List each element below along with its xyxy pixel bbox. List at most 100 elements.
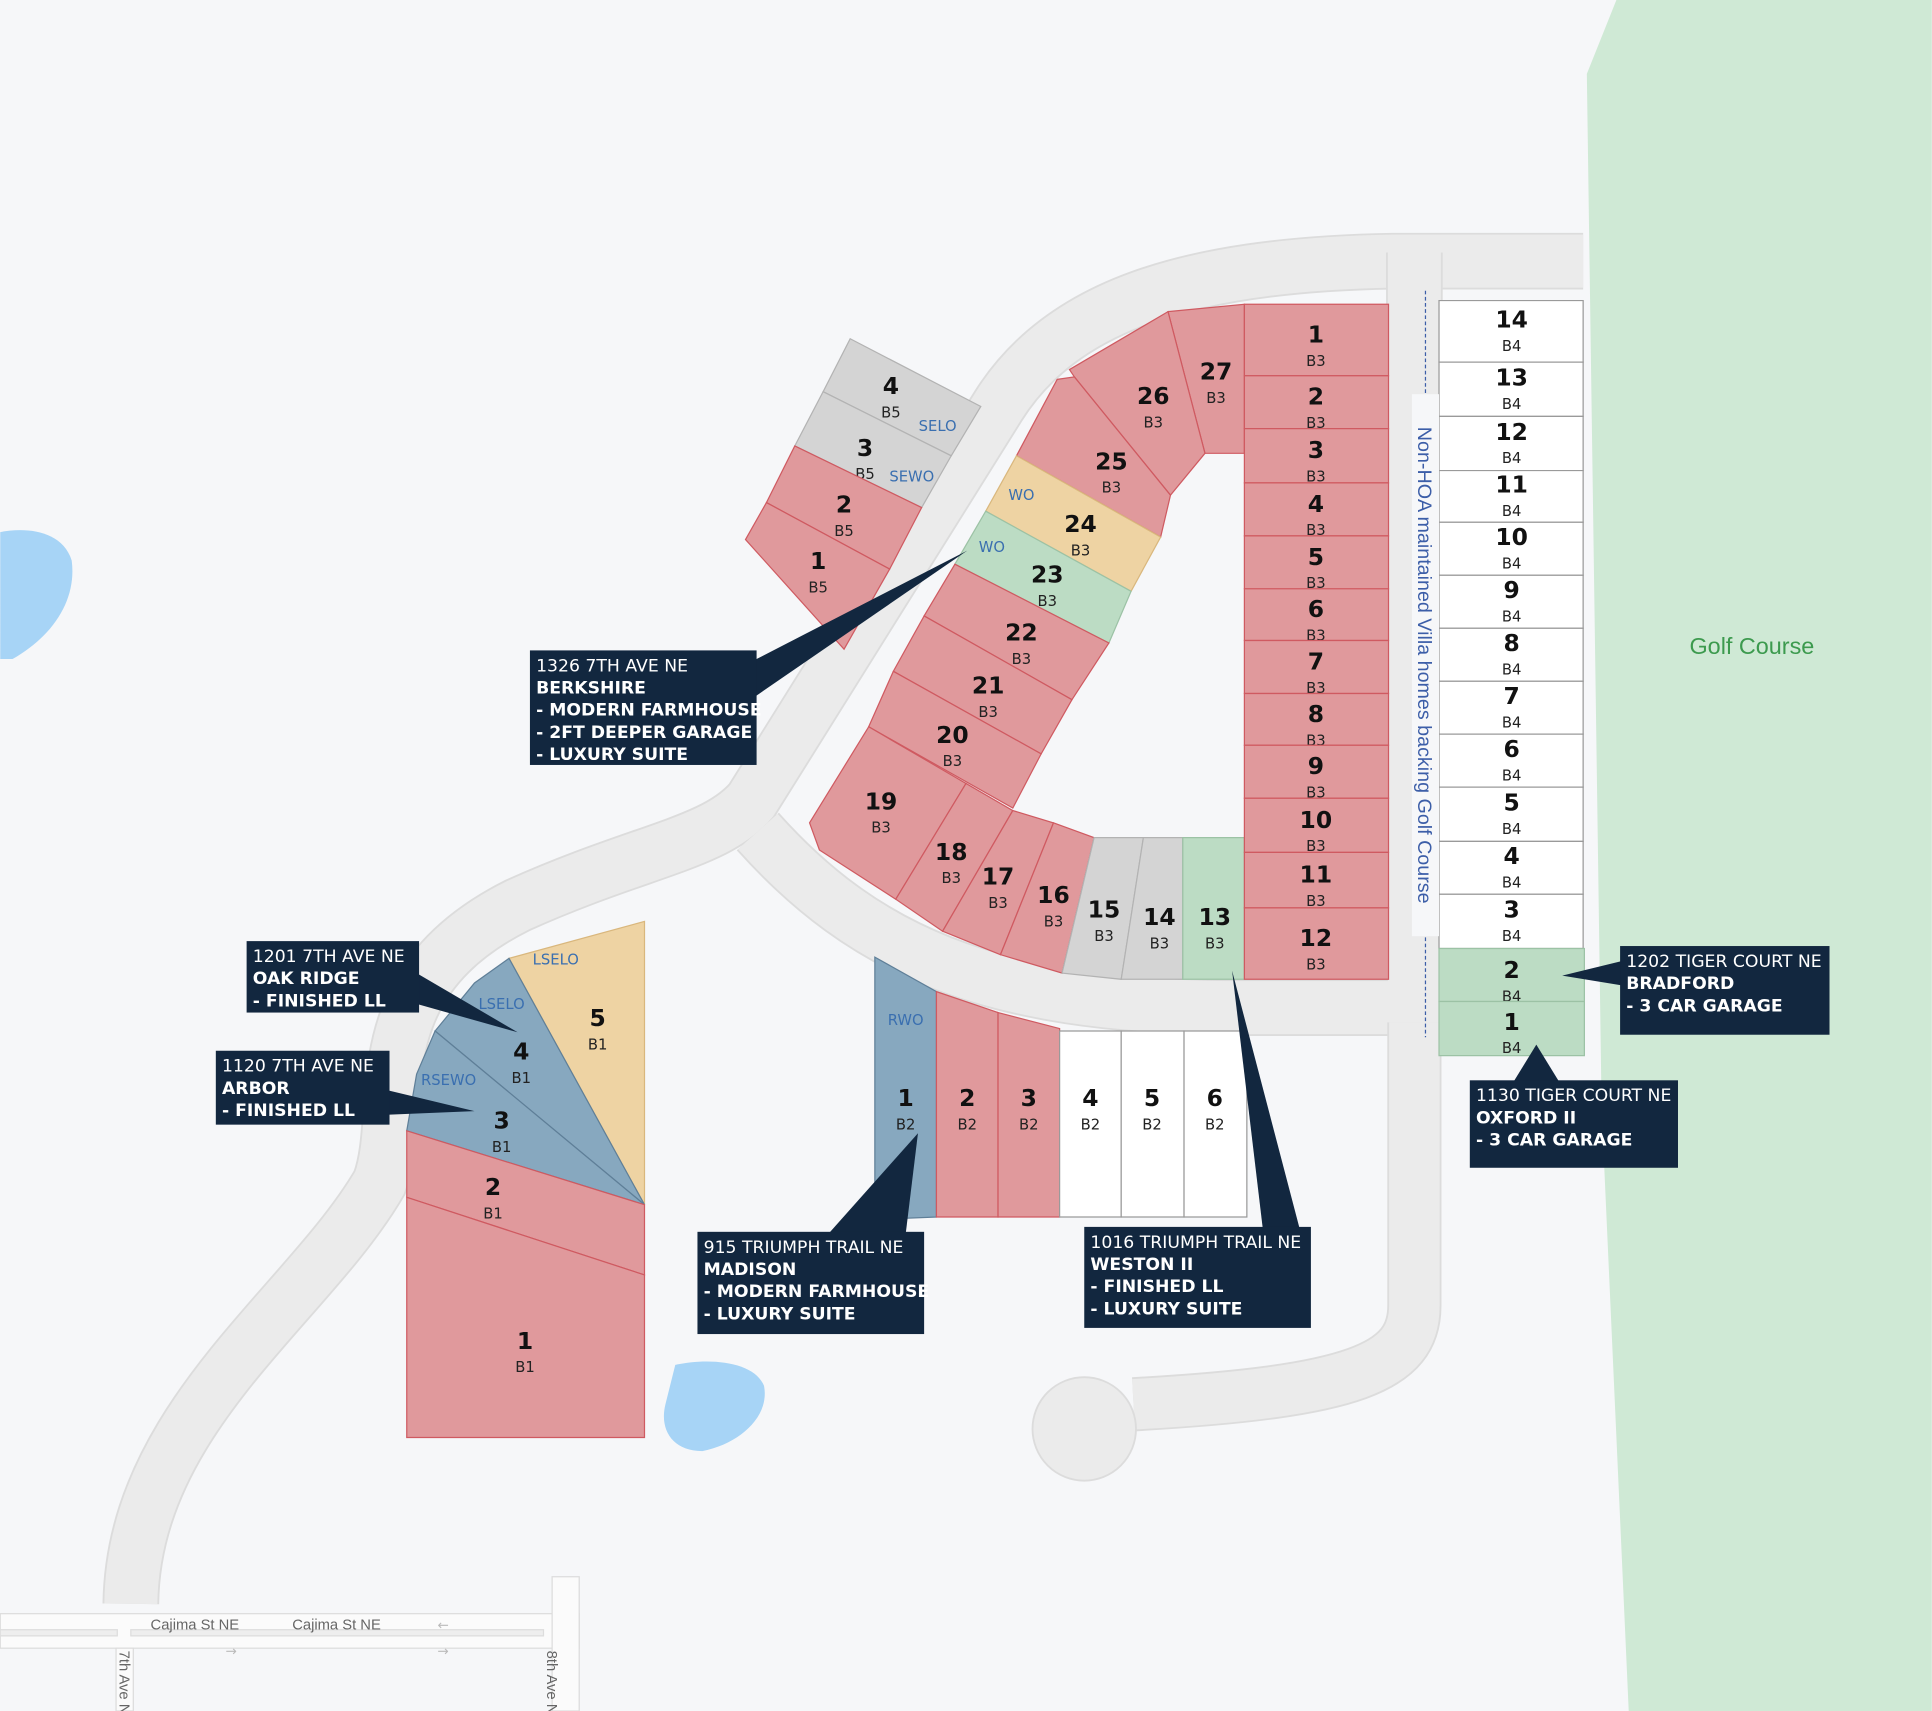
lot-number: 17 bbox=[982, 862, 1015, 890]
lot-b4-6[interactable]: 6B4 bbox=[1438, 733, 1584, 788]
callout-model: MADISON bbox=[704, 1260, 797, 1280]
lot-b2-5[interactable]: 5B2 bbox=[1120, 1030, 1185, 1218]
lot-parcel[interactable] bbox=[406, 1196, 646, 1439]
lot-block: B4 bbox=[1502, 661, 1522, 678]
lot-block: B3 bbox=[1306, 893, 1326, 910]
lot-b2-2[interactable]: 2B2 bbox=[935, 990, 999, 1218]
lot-b3-3[interactable]: 3B3 bbox=[1243, 428, 1390, 486]
lot-block: B3 bbox=[1102, 480, 1122, 497]
lot-block: B4 bbox=[1502, 450, 1522, 467]
callout-box bbox=[1084, 1226, 1311, 1328]
lot-block: B4 bbox=[1502, 821, 1522, 838]
lot-b1-1[interactable]: 1B1 bbox=[406, 1196, 646, 1439]
lot-block: B4 bbox=[1502, 555, 1522, 572]
lot-block: B3 bbox=[941, 870, 961, 887]
lot-b3-17[interactable]: 17 B3 bbox=[941, 809, 1055, 956]
callout-feature: - MODERN FARMHOUSE bbox=[704, 1282, 930, 1302]
lot-block: B3 bbox=[1306, 469, 1326, 486]
lot-b4-8[interactable]: 8B4 bbox=[1438, 627, 1584, 682]
lot-number: 12 bbox=[1495, 418, 1528, 446]
lot-block: B2 bbox=[896, 1117, 916, 1134]
lot-b3-1[interactable]: 1B3 bbox=[1243, 303, 1390, 377]
lot-b4-4[interactable]: 4B4 bbox=[1438, 840, 1584, 895]
lot-b3-7[interactable]: 7B3 bbox=[1243, 639, 1390, 697]
lot-b2-3[interactable]: 3B2 bbox=[997, 1011, 1061, 1218]
lot-parcel[interactable] bbox=[1438, 1000, 1585, 1057]
lot-b4-9[interactable]: 9B4 bbox=[1438, 574, 1584, 629]
lot-parcel[interactable] bbox=[867, 670, 1042, 809]
lot-block: B3 bbox=[1150, 936, 1170, 953]
lot-number: 19 bbox=[865, 787, 898, 815]
lot-b2-4[interactable]: 4B2 bbox=[1059, 1030, 1122, 1218]
callout-feature: - LUXURY SUITE bbox=[704, 1304, 856, 1324]
lot-number: 7 bbox=[1504, 682, 1520, 710]
lot-b4-1[interactable]: 1B4 bbox=[1438, 1000, 1585, 1057]
lot-parcel[interactable] bbox=[1015, 376, 1172, 539]
lot-parcel[interactable] bbox=[1243, 907, 1390, 980]
lot-walkout-tag: RSEWO bbox=[421, 1072, 476, 1089]
lot-block: B4 bbox=[1502, 503, 1522, 520]
lot-block: B3 bbox=[1205, 936, 1225, 953]
callout-pointer bbox=[1562, 960, 1623, 986]
lot-b3-9[interactable]: 9B3 bbox=[1243, 744, 1390, 802]
lot-b1-2[interactable]: 2B1 bbox=[406, 1129, 646, 1276]
lot-b4-5[interactable]: 5B4 bbox=[1438, 786, 1584, 842]
lot-parcel[interactable] bbox=[997, 1011, 1061, 1218]
lot-number: 22 bbox=[1005, 619, 1038, 647]
lot-b3-2[interactable]: 2B3 bbox=[1243, 375, 1390, 432]
lot-parcel[interactable] bbox=[1183, 1030, 1248, 1218]
lot-b4-3[interactable]: 3B4 bbox=[1438, 893, 1584, 950]
lot-number: 4 bbox=[1082, 1084, 1098, 1112]
lot-b3-4[interactable]: 4B3 bbox=[1243, 482, 1390, 539]
callout-feature: - FINISHED LL bbox=[222, 1101, 355, 1121]
lot-number: 9 bbox=[1308, 752, 1324, 780]
lot-parcel[interactable] bbox=[1068, 310, 1206, 497]
lot-walkout-tag: SELO bbox=[919, 418, 957, 435]
lot-parcel[interactable] bbox=[808, 725, 967, 901]
lot-number: 5 bbox=[1144, 1084, 1160, 1112]
lot-b2-6[interactable]: 6B2 bbox=[1183, 1030, 1248, 1218]
lot-b4-2[interactable]: 2B4 bbox=[1438, 947, 1585, 1006]
lot-block: B2 bbox=[1205, 1117, 1225, 1134]
lot-b3-5[interactable]: 5B3 bbox=[1243, 535, 1390, 592]
lot-number: 5 bbox=[1308, 543, 1324, 571]
lot-number: 2 bbox=[1504, 956, 1520, 984]
callout-feature: - 3 CAR GARAGE bbox=[1476, 1131, 1632, 1151]
lot-block: B1 bbox=[588, 1037, 608, 1054]
callout-pointer bbox=[387, 1090, 475, 1115]
lot-block: B4 bbox=[1502, 338, 1522, 355]
lot-block: B3 bbox=[1038, 593, 1058, 610]
lot-b4-7[interactable]: 7B4 bbox=[1438, 680, 1584, 735]
lot-number: 6 bbox=[1207, 1084, 1223, 1112]
lot-b3-8[interactable]: 8B3 bbox=[1243, 692, 1390, 750]
lot-b3-6[interactable]: 6B3 bbox=[1243, 588, 1390, 645]
lot-number: 3 bbox=[1021, 1084, 1037, 1112]
